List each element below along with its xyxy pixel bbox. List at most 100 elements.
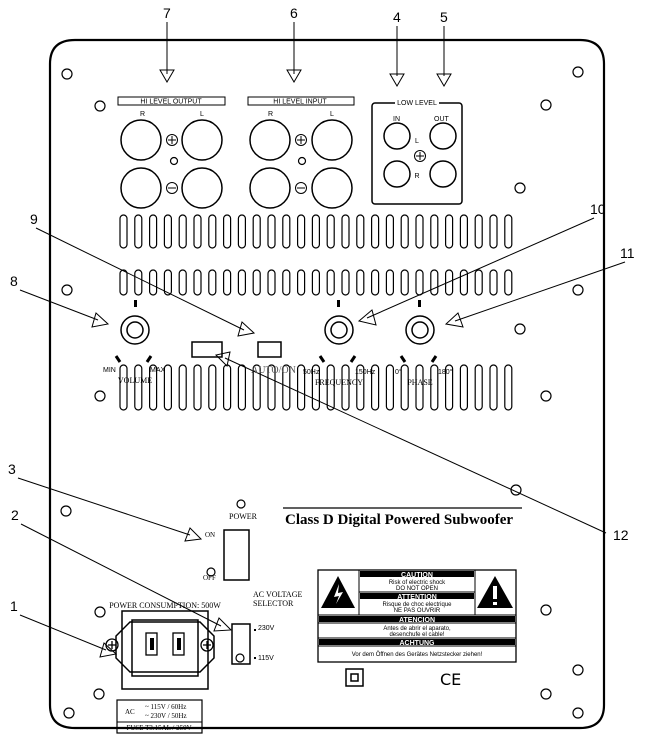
- frequency-label: FREQUENCY: [315, 378, 363, 387]
- double-insulation-icon: [345, 668, 364, 687]
- socket-pin-right-fill: [177, 638, 181, 650]
- output-l-minus-terminal[interactable]: [181, 167, 223, 209]
- hi-level-output-label: HI LEVEL OUTPUT: [140, 99, 202, 106]
- volume-knob[interactable]: [120, 315, 150, 345]
- callout-1: 1: [10, 598, 18, 614]
- vent-slot: [119, 364, 128, 411]
- vent-slot: [459, 269, 468, 296]
- vent-slot: [341, 269, 350, 296]
- vent-slot: [267, 364, 276, 411]
- vent-slot: [223, 269, 232, 296]
- v230-label: 230V: [258, 625, 275, 632]
- vent-slot: [400, 364, 409, 411]
- v115-label: 115V: [258, 655, 274, 662]
- vent-slot: [163, 269, 172, 296]
- ac-rating-label-group: AC ~ 115V / 60Hz ~ 230V / 50Hz FUSE T3.1…: [116, 699, 203, 734]
- callout-2: 2: [11, 507, 19, 523]
- callout-4: 4: [393, 9, 401, 25]
- attention-line2: NE PAS OUVRIR: [394, 608, 441, 614]
- auto-on-switch-group: AUTO/ON: [191, 341, 296, 376]
- ac-voltage-selector-group: AC VOLTAGE SELECTOR 230V 115V: [231, 590, 302, 665]
- plus-icon: [295, 134, 307, 146]
- output-l-label: L: [200, 111, 204, 118]
- iec-power-socket[interactable]: [131, 619, 199, 677]
- input-l-minus-terminal[interactable]: [311, 167, 353, 209]
- auto-on-switch[interactable]: [191, 341, 223, 358]
- frequency-knob-cap: [330, 321, 348, 339]
- vent-slot: [385, 269, 394, 296]
- volume-min-tick: [114, 355, 122, 363]
- attention-banner: [360, 593, 474, 599]
- volume-knob-cap: [126, 321, 144, 339]
- vent-slot: [297, 214, 306, 249]
- vent-slot: [119, 269, 128, 296]
- minus-icon: [166, 182, 178, 194]
- low-in-l-jack[interactable]: [383, 122, 411, 150]
- vent-slot: [208, 364, 217, 411]
- low-in-r-jack[interactable]: [383, 160, 411, 188]
- callout-12: 12: [613, 527, 629, 543]
- vent-slot: [356, 269, 365, 296]
- callout-6: 6: [290, 5, 298, 21]
- vent-slot: [223, 364, 232, 411]
- vent-slot: [474, 364, 483, 411]
- low-l-label: L: [415, 138, 419, 145]
- input-r-minus-terminal[interactable]: [249, 167, 291, 209]
- callout-7: 7: [163, 5, 171, 21]
- socket-pin-left: [145, 632, 158, 656]
- low-level-group: LOW LEVEL IN OUT L R: [371, 98, 463, 205]
- vent-slot: [311, 269, 320, 296]
- product-title: Class D Digital Powered Subwoofer: [285, 512, 513, 528]
- vent-slot: [149, 269, 158, 296]
- vent-slot: [134, 364, 143, 411]
- vent-slot: [415, 364, 424, 411]
- output-r-minus-terminal[interactable]: [120, 167, 162, 209]
- vent-slot: [474, 269, 483, 296]
- input-l-label: L: [330, 111, 334, 118]
- vent-slot: [282, 269, 291, 296]
- vent-slot: [385, 214, 394, 249]
- screw-icon: [105, 638, 119, 652]
- vent-slot: [163, 364, 172, 411]
- callout-5: 5: [440, 9, 448, 25]
- input-r-plus-terminal[interactable]: [249, 119, 291, 161]
- power-switch[interactable]: [223, 529, 250, 581]
- vent-slot: [459, 214, 468, 249]
- vent-slot: [371, 269, 380, 296]
- ac-line1: ~ 115V / 60Hz: [145, 703, 186, 711]
- phase-0-tick: [399, 355, 407, 363]
- frequency-knob[interactable]: [324, 315, 354, 345]
- output-l-plus-terminal[interactable]: [181, 119, 223, 161]
- atencion-banner: [319, 616, 515, 622]
- output-r-plus-terminal[interactable]: [120, 119, 162, 161]
- warning-label-group: CAUTION Risk of electric shock DO NOT OP…: [317, 569, 517, 663]
- phase-indicator-mark: [418, 300, 421, 307]
- panel-outline: [48, 38, 606, 730]
- vent-slot: [149, 214, 158, 249]
- low-out-r-jack[interactable]: [429, 160, 457, 188]
- vent-slot: [504, 269, 513, 296]
- phase-180-label: 180°: [438, 368, 453, 376]
- vent-slot: [326, 364, 335, 411]
- socket-pin-left-fill: [150, 638, 154, 650]
- frequency-150-tick: [349, 355, 357, 363]
- vent-slot: [504, 214, 513, 249]
- low-out-l-jack[interactable]: [429, 122, 457, 150]
- phase-knob[interactable]: [405, 315, 435, 345]
- callout-10: 10: [590, 201, 606, 217]
- input-l-plus-terminal[interactable]: [311, 119, 353, 161]
- power-label: POWER: [229, 512, 258, 521]
- volume-max-label: MAX: [150, 367, 166, 374]
- vent-slot: [504, 364, 513, 411]
- vent-slot: [178, 214, 187, 249]
- vent-slot: [371, 364, 380, 411]
- vent-slot: [430, 364, 439, 411]
- vent-slot: [459, 364, 468, 411]
- callout-9: 9: [30, 211, 38, 227]
- vent-slot: [489, 364, 498, 411]
- vent-slot: [223, 214, 232, 249]
- ac-voltage-selector-switch[interactable]: [231, 623, 251, 665]
- vent-slot: [341, 364, 350, 411]
- volume-indicator-mark: [134, 300, 137, 307]
